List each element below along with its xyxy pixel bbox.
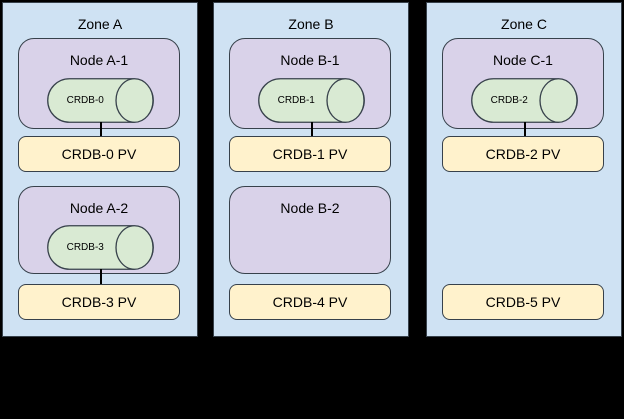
pod-crdb-1-label: CRDB-1 <box>277 95 315 106</box>
pod-crdb-2-label: CRDB-2 <box>490 95 528 106</box>
node-b1: Node B-1 CRDB-1 <box>229 38 391 129</box>
cylinder-icon <box>258 78 365 123</box>
node-a2-label: Node A-2 <box>69 200 129 216</box>
pod-crdb-0: CRDB-0 <box>47 78 154 123</box>
zone-a: Zone A Node A-1 CRDB-0 CRDB-0 PV Node A-… <box>2 2 198 337</box>
pod-crdb-2: CRDB-2 <box>471 78 578 123</box>
node-b1-label: Node B-1 <box>280 52 340 68</box>
pod-crdb-3-label: CRDB-3 <box>66 242 104 253</box>
zone-a-title: Zone A <box>77 16 123 32</box>
pv-crdb-3: CRDB-3 PV <box>18 284 180 320</box>
pv-crdb-0: CRDB-0 PV <box>18 136 180 172</box>
node-c1: Node C-1 CRDB-2 <box>442 38 604 129</box>
cylinder-icon <box>471 78 578 123</box>
connector-crdb2-pv <box>524 122 526 137</box>
zone-b-title: Zone B <box>288 16 334 32</box>
pod-crdb-3: CRDB-3 <box>47 225 154 270</box>
node-a1-label: Node A-1 <box>69 52 129 68</box>
node-a2: Node A-2 CRDB-3 <box>18 186 180 274</box>
pod-crdb-1: CRDB-1 <box>258 78 365 123</box>
node-c1-label: Node C-1 <box>493 52 553 68</box>
node-b2-label: Node B-2 <box>280 200 340 216</box>
zone-c: Zone C Node C-1 CRDB-2 CRDB-2 PV CRDB-5 … <box>426 2 622 337</box>
node-a1: Node A-1 CRDB-0 <box>18 38 180 129</box>
zone-c-title: Zone C <box>501 16 547 32</box>
pod-crdb-0-label: CRDB-0 <box>66 95 104 106</box>
connector-crdb1-pv <box>311 122 313 137</box>
zone-b: Zone B Node B-1 CRDB-1 CRDB-1 PV Node B-… <box>213 2 409 337</box>
pv-crdb-5: CRDB-5 PV <box>442 284 604 320</box>
cylinder-icon <box>47 225 154 270</box>
cylinder-icon <box>47 78 154 123</box>
connector-crdb3-pv <box>100 269 102 285</box>
connector-crdb0-pv <box>100 122 102 137</box>
pv-crdb-4: CRDB-4 PV <box>229 284 391 320</box>
pv-crdb-1: CRDB-1 PV <box>229 136 391 172</box>
pv-crdb-2: CRDB-2 PV <box>442 136 604 172</box>
node-b2: Node B-2 <box>229 186 391 274</box>
